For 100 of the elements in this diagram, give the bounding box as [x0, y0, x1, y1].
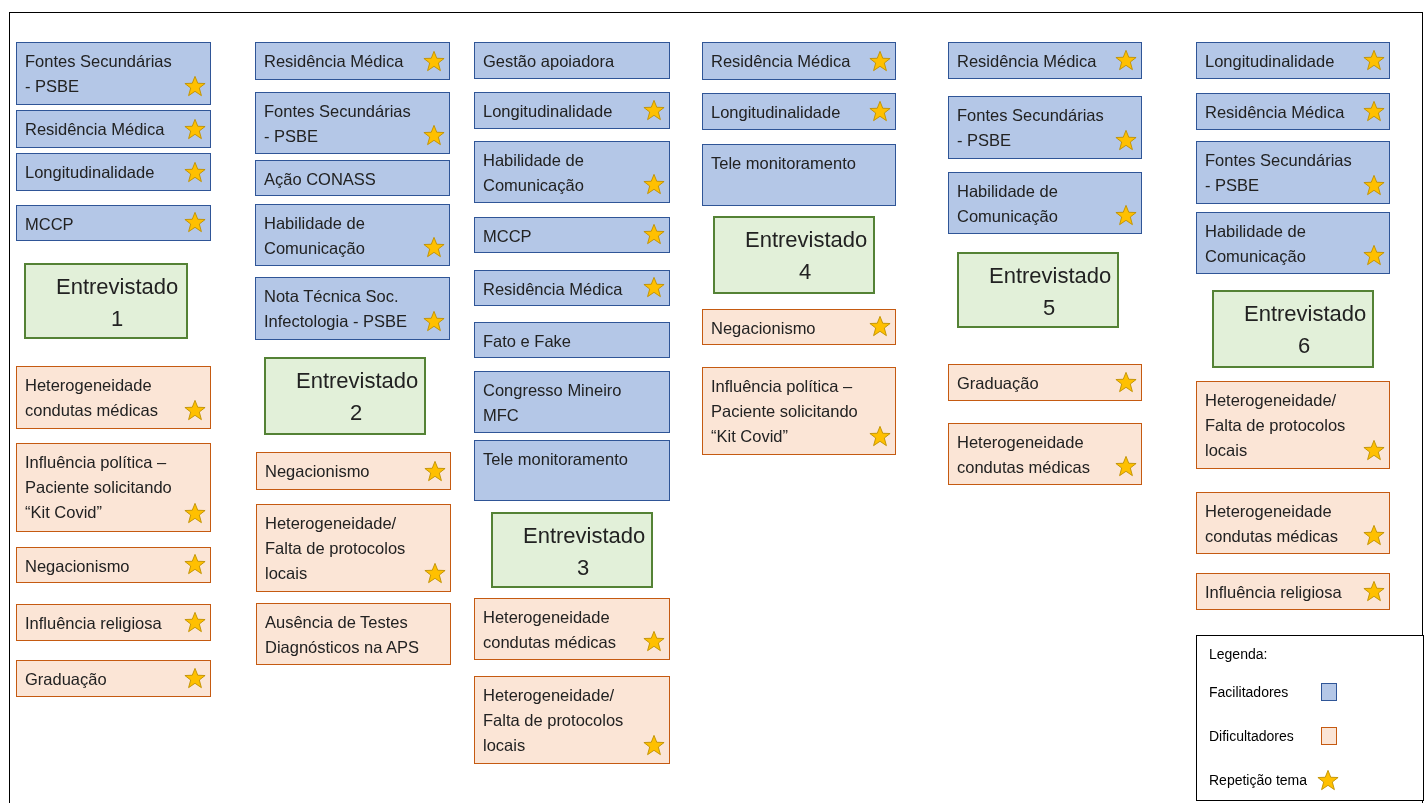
interviewee-box — [1212, 290, 1374, 368]
legend-text: Facilitadores — [1209, 684, 1289, 700]
theme-label: Residência Médica — [711, 51, 852, 72]
theme-label: Graduação — [957, 373, 1040, 394]
theme-label: Longitudinalidade — [25, 162, 156, 183]
facilitator-box — [255, 160, 450, 196]
theme-label: Heterogeneidade condutas médicas — [957, 432, 1091, 478]
barrier-box — [16, 366, 211, 429]
theme-label: Influência política – Paciente solicitando “Kit Covid” — [25, 452, 173, 523]
theme-label: Congresso Mineiro MFC — [483, 380, 623, 426]
theme-label: Influência religiosa — [25, 613, 163, 634]
theme-label: MCCP — [483, 226, 533, 247]
theme-label: Heterogeneidade condutas médicas — [25, 375, 159, 421]
theme-label: Residência Médica — [264, 51, 405, 72]
theme-label: Ação CONASS — [264, 169, 377, 190]
barrier-box — [256, 504, 451, 592]
barrier-box — [256, 603, 451, 665]
facilitator-box — [255, 42, 450, 80]
theme-label: Habilidade de Comunicação — [957, 181, 1059, 227]
barrier-box — [474, 676, 670, 764]
theme-label: Fontes Secundárias - PSBE — [264, 101, 412, 147]
theme-label: Residência Médica — [957, 51, 1098, 72]
facilitator-box — [474, 371, 670, 433]
theme-label: Influência religiosa — [1205, 582, 1343, 603]
facilitator-box — [702, 42, 896, 80]
theme-label: Heterogeneidade condutas médicas — [483, 607, 617, 653]
theme-label: Influência política – Paciente solicitando “Kit Covid” — [711, 376, 859, 447]
theme-label: Longitudinalidade — [711, 102, 842, 123]
facilitator-box — [948, 42, 1142, 79]
barrier-box — [16, 660, 211, 697]
facilitator-box — [1196, 93, 1390, 130]
theme-label: Heterogeneidade/ Falta de protocolos locais — [1205, 390, 1347, 461]
legend-title: Legenda: — [1209, 646, 1268, 662]
barrier-box — [702, 309, 896, 345]
theme-label: Fontes Secundárias - PSBE — [25, 51, 173, 97]
legend-text: Dificultadores — [1209, 728, 1294, 744]
interviewee-box — [957, 252, 1119, 328]
facilitator-box — [948, 96, 1142, 159]
theme-label: Ausência de Testes Diagnósticos na APS — [265, 612, 421, 658]
interviewee-label: Entrevistado 3 — [523, 522, 643, 582]
barrier-box — [1196, 573, 1390, 610]
theme-label: Longitudinalidade — [1205, 51, 1336, 72]
theme-label: Residência Médica — [25, 119, 166, 140]
theme-label: Habilidade de Comunicação — [1205, 221, 1307, 267]
interviewee-box — [491, 512, 653, 588]
theme-label: Nota Técnica Soc. Infectologia - PSBE — [264, 286, 409, 332]
theme-label: Habilidade de Comunicação — [264, 213, 366, 259]
theme-label: Heterogeneidade condutas médicas — [1205, 501, 1339, 547]
interviewee-label: Entrevistado 5 — [989, 262, 1109, 322]
facilitator-box — [474, 270, 670, 306]
facilitator-box — [255, 92, 450, 154]
interviewee-label: Entrevistado 2 — [296, 367, 416, 427]
theme-label: Negacionismo — [265, 461, 371, 482]
barrier-box — [256, 452, 451, 490]
facilitator-box — [702, 93, 896, 130]
interviewee-box — [24, 263, 188, 339]
facilitator-box — [948, 172, 1142, 234]
facilitator-box — [1196, 42, 1390, 79]
facilitator-box — [255, 277, 450, 340]
barrier-box — [16, 547, 211, 583]
barrier-box — [948, 364, 1142, 401]
facilitator-box — [474, 322, 670, 358]
interviewee-label: Entrevistado 4 — [745, 226, 865, 286]
facilitator-box — [16, 205, 211, 241]
theme-label: Tele monitoramento — [483, 449, 629, 470]
barrier-box — [702, 367, 896, 455]
facilitator-box — [474, 42, 670, 79]
theme-label: Residência Médica — [1205, 102, 1346, 123]
barrier-box — [948, 423, 1142, 485]
interviewee-box — [713, 216, 875, 294]
facilitator-box — [255, 204, 450, 266]
facilitator-box — [16, 42, 211, 105]
theme-label: Fontes Secundárias - PSBE — [957, 105, 1105, 151]
legend-text: Repetição tema — [1209, 772, 1308, 788]
theme-label: Graduação — [25, 669, 108, 690]
theme-label: Residência Médica — [483, 279, 624, 300]
barrier-box — [1196, 492, 1390, 554]
theme-label: Negacionismo — [25, 556, 131, 577]
facilitator-box — [702, 144, 896, 206]
theme-label: Habilidade de Comunicação — [483, 150, 585, 196]
facilitator-box — [16, 110, 211, 148]
barrier-box — [16, 604, 211, 641]
facilitator-box — [474, 440, 670, 501]
facilitator-box — [474, 217, 670, 253]
interviewee-box — [264, 357, 426, 435]
theme-label: Heterogeneidade/ Falta de protocolos locais — [483, 685, 625, 756]
theme-label: Fontes Secundárias - PSBE — [1205, 150, 1353, 196]
interviewee-label: Entrevistado 1 — [56, 273, 178, 333]
theme-label: MCCP — [25, 214, 75, 235]
theme-label: Longitudinalidade — [483, 101, 614, 122]
theme-label: Heterogeneidade/ Falta de protocolos locais — [265, 513, 407, 584]
facilitator-box — [1196, 141, 1390, 204]
barrier-box — [16, 443, 211, 532]
theme-label: Tele monitoramento — [711, 153, 857, 174]
facilitator-box — [474, 92, 670, 129]
facilitator-box — [474, 141, 670, 203]
barrier-box — [1196, 381, 1390, 469]
barrier-box — [474, 598, 670, 660]
theme-label: Fato e Fake — [483, 331, 573, 352]
theme-label: Gestão apoiadora — [483, 51, 616, 72]
